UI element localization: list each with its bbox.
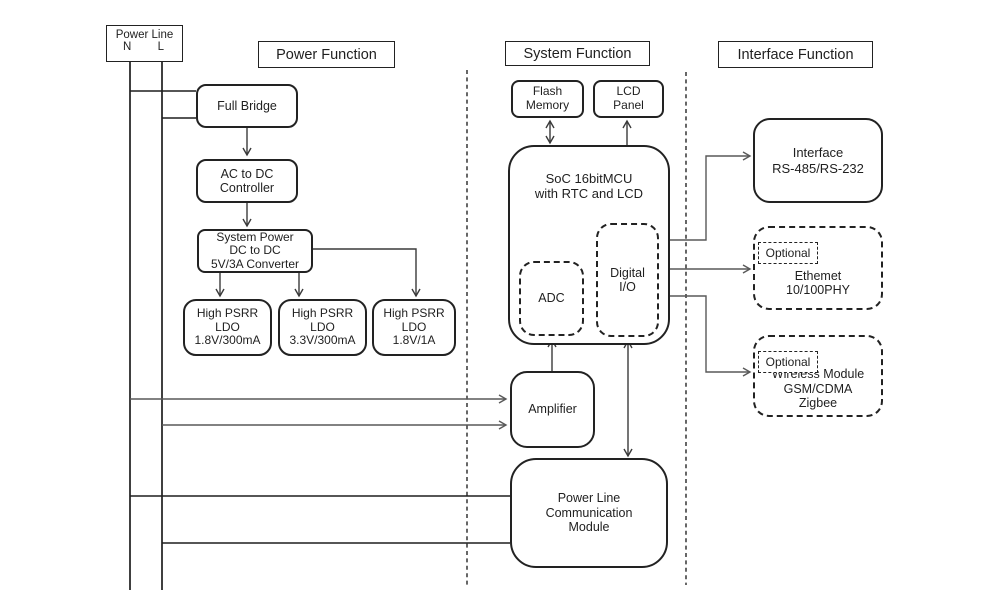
rs485-rs232-block: Interface RS-485/RS-232 [753, 118, 883, 203]
digital-io-label: Digital I/O [610, 265, 645, 295]
soc-wireless-biarrow [659, 291, 752, 377]
neutral-label: N [123, 41, 132, 53]
wireless-block: Wireless Module GSM/CDMA Zigbee [753, 335, 883, 417]
system-function-header: System Function [505, 41, 650, 66]
ethernet-label: Ethemet 10/100PHY [786, 268, 850, 298]
rs485-rs232-label: Interface RS-485/RS-232 [772, 145, 864, 176]
adc-label: ADC [538, 291, 565, 306]
live-label: L [157, 41, 164, 53]
soc-rs485-biarrow [659, 151, 752, 245]
system-function-title: System Function [523, 45, 632, 62]
ethernet-optional-label: Optional [765, 246, 811, 260]
adc-block: ADC [519, 261, 584, 336]
amplifier-label: Amplifier [528, 402, 577, 417]
ethernet-block: Ethemet 10/100PHY [753, 226, 883, 310]
wireless-label: Wireless Module GSM/CDMA Zigbee [771, 367, 865, 411]
ldo-1v8-1a-label: High PSRR LDO 1.8V/1A [383, 305, 445, 348]
ldo-1v8-1a-block: High PSRR LDO 1.8V/1A [372, 299, 456, 356]
full-bridge-block: Full Bridge [196, 84, 298, 128]
soc-label: SoC 16bitMCU with RTC and LCD [534, 171, 644, 202]
power-function-header: Power Function [258, 41, 395, 68]
ac-dc-controller-label: AC to DC Controller [219, 166, 275, 196]
interface-function-title: Interface Function [737, 46, 854, 63]
wireless-optional-label: Optional [765, 355, 811, 369]
amplifier-block: Amplifier [510, 371, 595, 448]
flash-memory-block: Flash Memory [511, 80, 584, 118]
interface-function-header: Interface Function [718, 41, 873, 68]
plc-module-block: Power Line Communication Module [510, 458, 668, 568]
power-function-title: Power Function [276, 46, 377, 63]
ldo-3v3-300ma-label: High PSRR LDO 3.3V/300mA [289, 305, 356, 348]
digital-io-block: Digital I/O [596, 223, 659, 337]
syspower-to-ldo3-arrow [313, 248, 421, 298]
lcd-panel-label: LCD Panel [613, 84, 644, 112]
flash-memory-label: Flash Memory [525, 84, 570, 112]
ac-dc-controller-block: AC to DC Controller [196, 159, 298, 203]
wireless-optional-tag: Optional [758, 351, 818, 373]
plc-module-label: Power Line Communication Module [545, 491, 633, 535]
ldo-3v3-300ma-block: High PSRR LDO 3.3V/300mA [278, 299, 367, 356]
lcd-panel-block: LCD Panel [593, 80, 664, 118]
system-power-label: System Power DC to DC 5V/3A Converter [210, 229, 300, 271]
power-line-box: Power Line N L [106, 25, 183, 62]
ethernet-optional-tag: Optional [758, 242, 818, 264]
ldo-1v8-300ma-label: High PSRR LDO 1.8V/300mA [194, 305, 261, 348]
power-line-label: Power Line [115, 29, 174, 41]
ldo-1v8-300ma-block: High PSRR LDO 1.8V/300mA [183, 299, 272, 356]
full-bridge-label: Full Bridge [217, 98, 277, 113]
system-power-block: System Power DC to DC 5V/3A Converter [197, 229, 313, 273]
